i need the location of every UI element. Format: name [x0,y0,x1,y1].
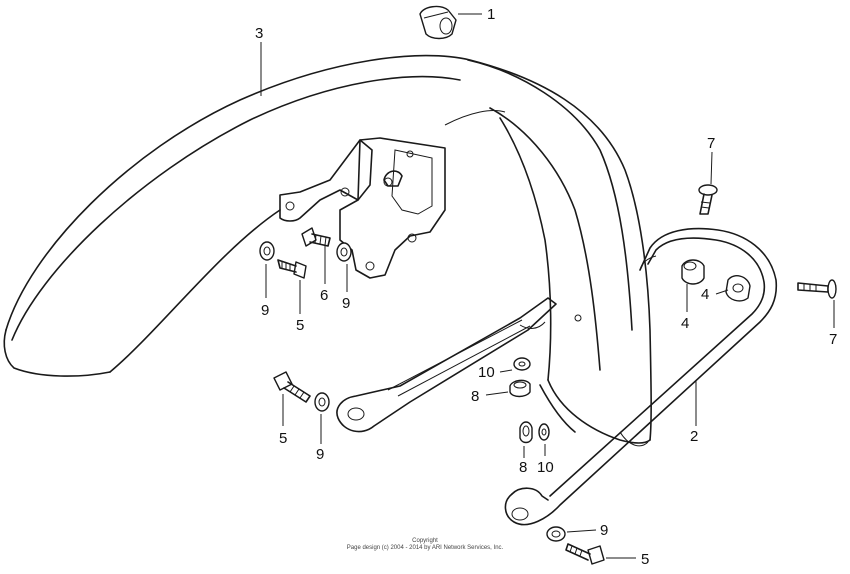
callout-1: 1 [487,6,495,23]
copyright-line-1: Copyright [412,538,438,544]
callout-7-upper: 7 [707,135,715,152]
callout-10-lower: 10 [537,459,554,476]
callout-3: 3 [255,25,263,42]
callout-8-lower: 8 [519,459,527,476]
part-9-washer-a [259,241,275,261]
copyright-notice: Copyright Page design (c) 2004 - 2014 by… [0,538,850,552]
part-4-cushion-left [681,259,705,285]
callout-4-left: 4 [681,315,689,332]
callout-5-lower: 5 [641,551,649,568]
part-7-bolt-upper [698,184,718,215]
callout-7-right: 7 [829,331,837,348]
part-1-cap-nut [419,5,457,40]
front-fender [3,54,652,447]
part-5-bolt-c [565,543,605,565]
part-8-nut-a [509,379,531,398]
part-9-washer-b [336,242,352,262]
leader-lines [260,13,835,559]
callout-4-right: 4 [701,286,709,303]
callout-9-d: 9 [600,522,608,539]
part-5-bolt-b [273,371,311,403]
copyright-line-2: Page design (c) 2004 - 2014 by ARI Netwo… [346,545,504,551]
callout-2: 2 [690,428,698,445]
callout-9-a: 9 [261,302,269,319]
part-7-bolt-right [797,279,837,299]
part-9-washer-d [546,526,566,542]
callout-10-upper: 10 [478,364,495,381]
callout-9-c: 9 [316,446,324,463]
part-10-washer-a [513,357,531,371]
callout-6: 6 [320,287,328,304]
part-10-washer-b [538,423,550,441]
lower-fender-stay [336,297,557,433]
callout-9-b: 9 [342,295,350,312]
part-8-nut-b [519,421,533,444]
part-6-bolt [301,227,331,247]
fender-stay-tube [504,227,778,526]
part-9-washer-c [314,392,330,412]
part-4-cushion-right [725,275,751,302]
part-5-bolt-a [277,259,307,279]
callout-labels: 1 2 3 4 4 5 5 5 6 7 7 8 8 9 9 9 9 10 10 [255,6,837,568]
callout-8-left: 8 [471,388,479,405]
callout-5-middle: 5 [279,430,287,447]
fender-mount-brackets [279,137,446,279]
callout-5-upper: 5 [296,317,304,334]
